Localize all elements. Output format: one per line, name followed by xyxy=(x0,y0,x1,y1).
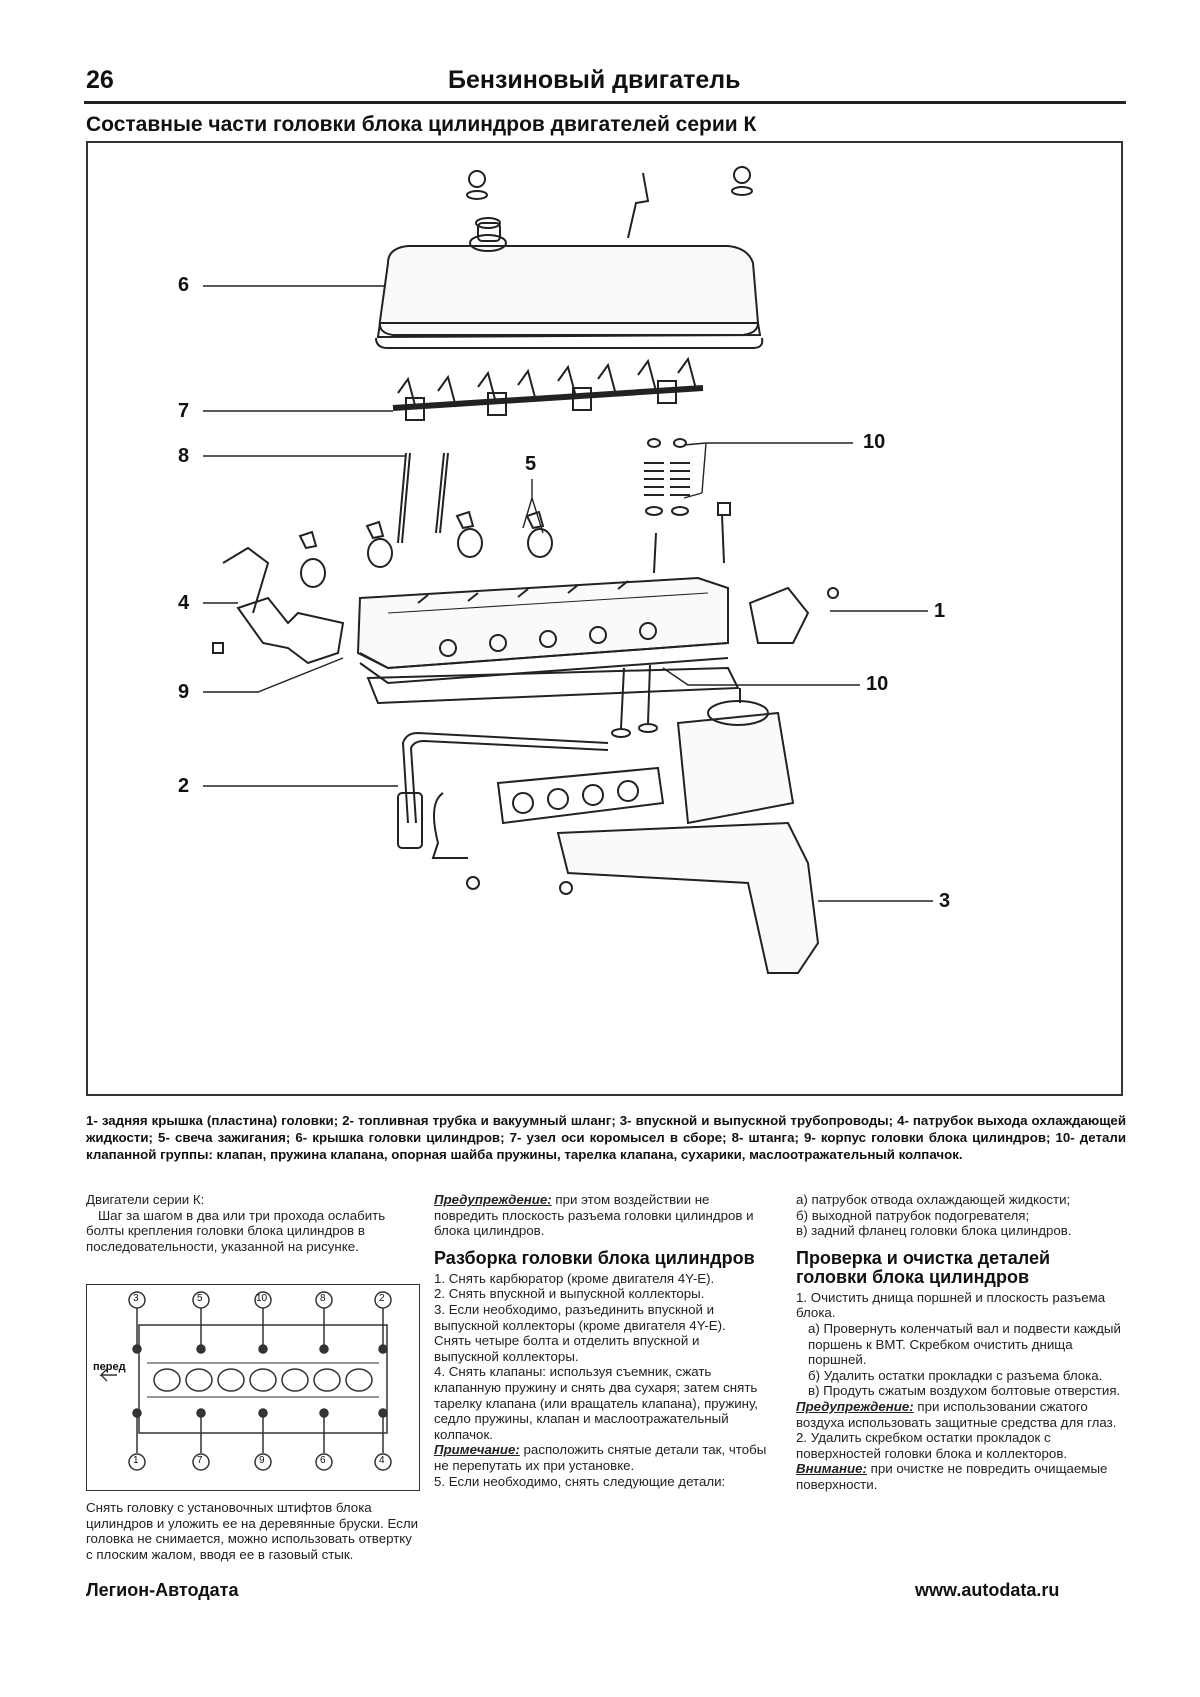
inspection-step-1: 1. Очистить днища поршней и плоскость ра… xyxy=(796,1289,1106,1321)
disassembly-step-3: 3. Если необходимо, разъединить впускной… xyxy=(434,1301,726,1333)
list-item-b: б) выходной патрубок подогревателя; xyxy=(796,1207,1030,1223)
callout-3: 3 xyxy=(939,890,951,912)
bolt-sequence-drawing xyxy=(99,1291,392,1471)
bolt-number-bottom-4: 6 xyxy=(320,1455,326,1466)
inspection-heading: Проверка и очистка деталей головки блока… xyxy=(796,1247,1051,1287)
figure-caption: 1- задняя крышка (пластина) головки; 2- … xyxy=(86,1113,1126,1162)
chapter-title: Бензиновый двигатель xyxy=(448,66,741,94)
warning-text-2: при использовании сжатого воздуха исполь… xyxy=(796,1398,1117,1430)
bolt-number-top-3: 10 xyxy=(256,1293,268,1304)
column-2: Предупреждение: при этом воздействии не … xyxy=(434,1192,768,1489)
attention-label: Внимание: xyxy=(796,1461,867,1477)
bolt-number-top-2: 5 xyxy=(197,1293,203,1304)
callout-10-top: 10 xyxy=(863,431,886,453)
bolt-number-bottom-2: 7 xyxy=(197,1455,203,1466)
rear-plate-drawing xyxy=(748,586,839,644)
bolt-number-bottom-3: 9 xyxy=(259,1455,265,1466)
bolt-number-bottom-1: 1 xyxy=(133,1455,139,1466)
inspection-step-2: 2. Удалить скребком остатки прокладок с … xyxy=(796,1430,1068,1461)
bolt-number-top-5: 2 xyxy=(379,1293,385,1304)
disassembly-step-4: 4. Снять клапаны: используя съемник, сжа… xyxy=(434,1364,759,1442)
header-rule xyxy=(84,101,1126,104)
callout-5: 5 xyxy=(525,453,537,475)
intro-text: Шаг за шагом в два или три прохода ослаб… xyxy=(86,1207,386,1254)
manifold-carburetor-drawing xyxy=(466,688,820,974)
disassembly-step-5: 5. Если необходимо, снять следующие дета… xyxy=(434,1473,726,1489)
attention-text: при очистке не повредить очищаемые повер… xyxy=(796,1461,1108,1492)
callout-10-bottom: 10 xyxy=(866,673,889,695)
pushrod-drawing xyxy=(397,452,449,544)
rocker-shaft-drawing xyxy=(392,356,704,421)
inspection-step-1b: б) Удалить остатки прокладки с разъема б… xyxy=(808,1367,1103,1383)
fuel-line-drawing xyxy=(397,731,609,859)
cylinder-head-drawing xyxy=(356,576,740,705)
section-title: Составные части головки блока цилиндров … xyxy=(86,113,757,136)
bolt-number-top-1: 3 xyxy=(133,1293,139,1304)
valve-parts-drawing xyxy=(644,438,731,574)
publisher-name: Легион-Автодата xyxy=(86,1580,239,1600)
callout-1: 1 xyxy=(934,600,946,622)
valve-cover-drawing xyxy=(375,166,764,349)
spark-plug-drawing xyxy=(298,510,553,588)
callout-4: 4 xyxy=(178,592,190,614)
bolt-number-bottom-5: 4 xyxy=(379,1455,385,1466)
bolt-number-top-4: 8 xyxy=(320,1293,326,1304)
valves-lower-drawing xyxy=(611,664,658,738)
inspection-step-1c: в) Продуть сжатым воздухом болтовые отве… xyxy=(808,1383,1121,1399)
disassembly-heading: Разборка головки блока цилиндров xyxy=(434,1247,755,1268)
column-1-intro: Двигатели серии К: Шаг за шагом в два ил… xyxy=(86,1192,420,1254)
front-label: перед xyxy=(93,1361,126,1373)
page-number: 26 xyxy=(86,66,114,94)
disassembly-step-1: 1. Снять карбюратор (кроме двигателя 4Y-… xyxy=(434,1270,715,1286)
callout-6: 6 xyxy=(178,274,190,296)
warning-label: Предупреждение: xyxy=(434,1192,552,1207)
callout-7: 7 xyxy=(178,400,190,422)
list-item-a: а) патрубок отвода охлаждающей жидкости; xyxy=(796,1192,1071,1207)
warning-text: при этом воздействии не повредить плоско… xyxy=(434,1192,754,1239)
disassembly-step-3b: Снять четыре болта и отделить впускной и… xyxy=(434,1333,700,1364)
leader-lines xyxy=(203,285,933,902)
callout-2: 2 xyxy=(178,775,190,797)
after-figure-text: Снять головку с установочных штифтов бло… xyxy=(86,1500,419,1562)
exploded-view-figure: 6 7 8 5 10 4 1 9 10 2 3 xyxy=(86,141,1123,1096)
intro-title: Двигатели серии К: xyxy=(86,1192,205,1207)
note-label: Примечание: xyxy=(434,1442,520,1458)
callout-8: 8 xyxy=(178,445,190,467)
callout-9: 9 xyxy=(178,681,190,703)
bolt-sequence-figure: перед 3 5 10 8 2 1 7 9 6 4 xyxy=(86,1284,420,1491)
disassembly-step-2: 2. Снять впускной и выпускной коллекторы… xyxy=(434,1286,705,1302)
column-3: а) патрубок отвода охлаждающей жидкости;… xyxy=(796,1192,1124,1493)
list-item-c: в) задний фланец головки блока цилиндров… xyxy=(796,1223,1072,1239)
inspection-step-1a: а) Провернуть коленчатый вал и подвести … xyxy=(808,1320,1121,1368)
note-text: расположить снятые детали так, чтобы не … xyxy=(434,1442,767,1473)
warning-label-2: Предупреждение: xyxy=(796,1398,914,1414)
water-outlet-drawing xyxy=(212,546,345,665)
exploded-view-drawing xyxy=(203,166,933,974)
column-1-after-figure: Снять головку с установочных штифтов бло… xyxy=(86,1500,420,1562)
publisher-url: www.autodata.ru xyxy=(915,1580,1060,1600)
